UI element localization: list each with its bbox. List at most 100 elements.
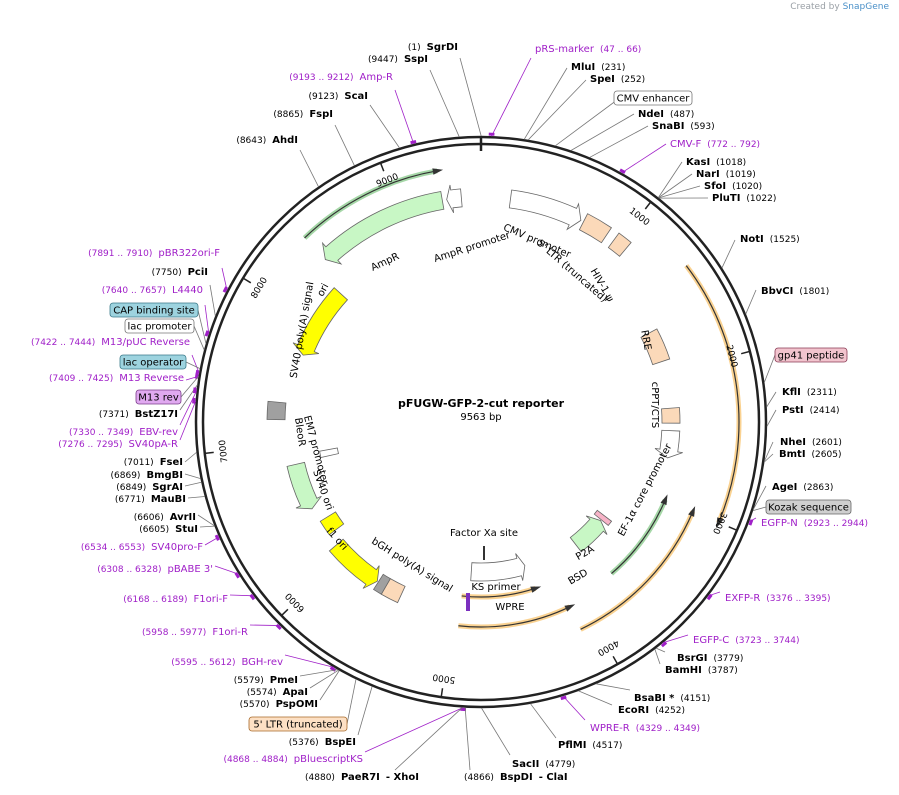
feature-cppt-cts [661, 407, 681, 424]
site-name: SpeI [590, 74, 615, 85]
site-label: (7371)BstZ17I [99, 409, 178, 420]
site-position: (6308 .. 6328) [97, 565, 161, 575]
feature-5-ltr-truncated- [578, 213, 613, 244]
feature-box-label: 5' LTR (truncated) [253, 720, 342, 731]
leader-line [214, 565, 240, 575]
site-position: (2601) [812, 438, 842, 448]
site-name: AgeI [772, 482, 797, 493]
feature-bleor [286, 461, 322, 510]
tick-mark [644, 201, 652, 210]
site-position: (1) [408, 43, 421, 53]
site-name: BspDI [500, 772, 533, 783]
tick-mark [379, 162, 385, 172]
leader-line [658, 185, 701, 199]
site-label: BsaBI *(4151) [634, 693, 710, 704]
leader-line [179, 400, 197, 441]
site-position: (9447) [368, 55, 398, 65]
feature-arc-arrowhead [716, 517, 724, 529]
leader-line [481, 707, 511, 756]
site-label: KflI(2311) [782, 387, 837, 398]
feature-arc-arrowhead [660, 494, 668, 506]
site-name: EGFP-N [761, 518, 798, 529]
site-position: (4517) [592, 741, 622, 751]
feature-box [774, 347, 848, 363]
site-position: (3376 .. 3395) [766, 594, 830, 604]
site-label: (6869)BmgBI [111, 470, 183, 481]
site-label: (7422 .. 7444)M13/pUC Reverse [31, 337, 190, 348]
leader-line [299, 149, 319, 187]
leader-line [364, 707, 464, 753]
feature-box [119, 354, 187, 370]
site-label: (4880)PaeR7I- XhoI [305, 772, 419, 783]
feature-arc-arrowhead [432, 168, 444, 175]
leader-line [555, 99, 618, 147]
feature-label: EF-1α core promoter [616, 441, 675, 538]
site-position: (2923 .. 2944) [804, 519, 868, 529]
site-position: (5376) [289, 738, 319, 748]
leader-line [394, 707, 463, 771]
site-label: (7750)PciI [152, 267, 208, 278]
site-position: (9123) [308, 92, 338, 102]
feature-arc [580, 511, 694, 630]
site-position: (4779) [545, 760, 575, 770]
leader-line [596, 683, 631, 691]
site-name: FseI [160, 457, 183, 468]
site-position: (5595 .. 5612) [171, 658, 235, 668]
site-position: (7409 .. 7425) [49, 374, 113, 384]
leader-line [221, 267, 228, 291]
feature-label: BSD [567, 567, 591, 587]
leader-line [357, 686, 373, 736]
feature-arc [611, 499, 666, 575]
feature-label: WPRE [495, 602, 524, 613]
leader-line [578, 690, 613, 706]
site-label: (4866)BspDI- ClaI [464, 772, 568, 783]
site-label: AgeI(2863) [772, 482, 833, 493]
tick-mark [204, 451, 214, 455]
feature-arc [458, 606, 571, 628]
leader-line [523, 67, 568, 140]
site-name: SacII [512, 759, 539, 770]
site-name: StuI [175, 524, 198, 535]
site-label: (5574)ApaI [247, 687, 308, 698]
site-label: (6606)AvrII [134, 512, 196, 523]
primer-mark [560, 695, 567, 701]
leader-line [309, 669, 339, 689]
site-label: (5579)PmeI [234, 675, 298, 686]
site-name: pRS-marker [535, 44, 595, 55]
feature-arc-arrowhead [564, 604, 576, 612]
site-position: (9193 .. 9212) [289, 73, 353, 83]
leader-line [369, 104, 400, 149]
leader-line [199, 525, 215, 528]
site-suffix: - XhoI [386, 772, 419, 783]
leader-line [570, 113, 635, 151]
site-position: (7276 .. 7295) [58, 440, 122, 450]
site-name: pBABE 3' [167, 564, 213, 575]
site-label: (5570)PspOMI [240, 699, 318, 710]
leader-line [752, 506, 767, 511]
site-name: BstZ17I [135, 409, 178, 420]
site-name: SV40pA-R [129, 439, 178, 450]
leader-line [589, 125, 649, 158]
site-label: BmtI(2605) [779, 449, 841, 460]
site-label: (8865)FspI [273, 109, 333, 120]
leader-line [184, 473, 201, 479]
site-position: (6849) [116, 483, 146, 493]
feature-label: RRE [638, 329, 652, 351]
brand-prefix: Created by [790, 2, 840, 12]
site-position: (6605) [139, 525, 169, 535]
feature-arc [685, 265, 740, 523]
site-label: (5595 .. 5612)BGH-rev [171, 657, 283, 668]
feature-label: AmpR [369, 251, 401, 274]
site-label: EXFP-R(3376 .. 3395) [725, 593, 831, 604]
feature-em7-promoter [319, 447, 339, 458]
site-name: AvrII [170, 512, 196, 523]
site-position: (4151) [680, 694, 710, 704]
site-name: SnaBI [652, 121, 684, 132]
tick-label: 4000 [595, 637, 620, 657]
site-name: FspI [309, 109, 333, 120]
site-position: (5574) [247, 688, 277, 698]
site-position: (1022) [746, 194, 776, 204]
site-position: (487) [670, 110, 694, 120]
feature-f1-ori [328, 538, 380, 589]
site-label: (7891 .. 7910)pBR322ori-F [88, 248, 220, 259]
